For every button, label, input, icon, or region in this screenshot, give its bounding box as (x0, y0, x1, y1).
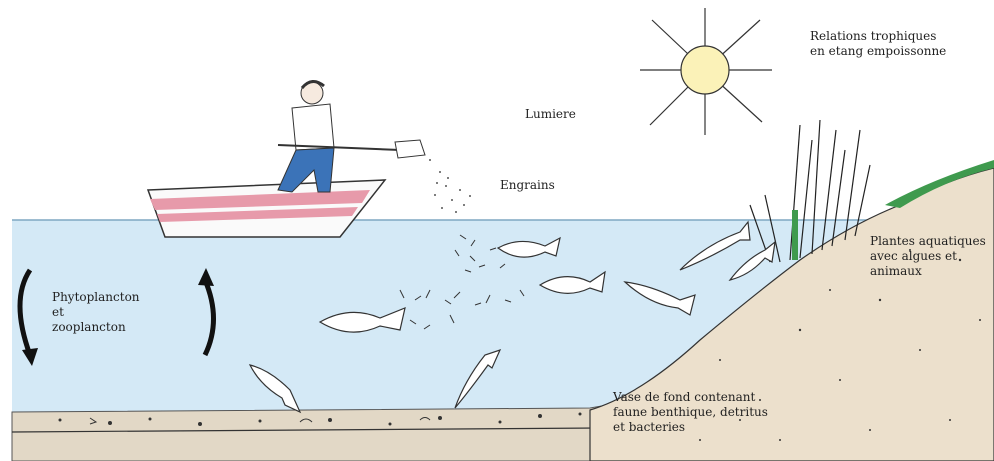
label-plankton: Phytoplancton et zooplancton (52, 290, 140, 335)
label-plankton-line1: Phytoplancton (52, 290, 140, 305)
shovel-scoop (395, 140, 425, 158)
label-plants-line2: avec algues et (870, 249, 986, 264)
label-plants-line1: Plantes aquatiques (870, 234, 986, 249)
label-sediment-line2: faune benthique, detritus (613, 405, 768, 420)
diagram-title-line1: Relations trophiques (810, 29, 946, 44)
label-sediment-line1: Vase de fond contenant (613, 390, 768, 405)
label-sediment: Vase de fond contenant faune benthique, … (613, 390, 768, 435)
sun (640, 8, 772, 135)
label-plankton-line2: et (52, 305, 140, 320)
fisherman (278, 81, 425, 192)
fertilizer-spray (429, 159, 471, 213)
fisherman-shirt (292, 104, 334, 150)
diagram-title-line2: en etang empoissonne (810, 44, 946, 59)
label-plankton-line3: zooplancton (52, 320, 140, 335)
label-sediment-line3: et bacteries (613, 420, 768, 435)
label-light: Lumiere (525, 107, 576, 122)
label-plants: Plantes aquatiques avec algues et animau… (870, 234, 986, 279)
reed-stem-green (792, 210, 798, 260)
label-fertilizer: Engrains (500, 178, 555, 193)
label-plants-line3: animaux (870, 264, 986, 279)
diagram-title: Relations trophiques en etang empoissonn… (810, 29, 946, 59)
